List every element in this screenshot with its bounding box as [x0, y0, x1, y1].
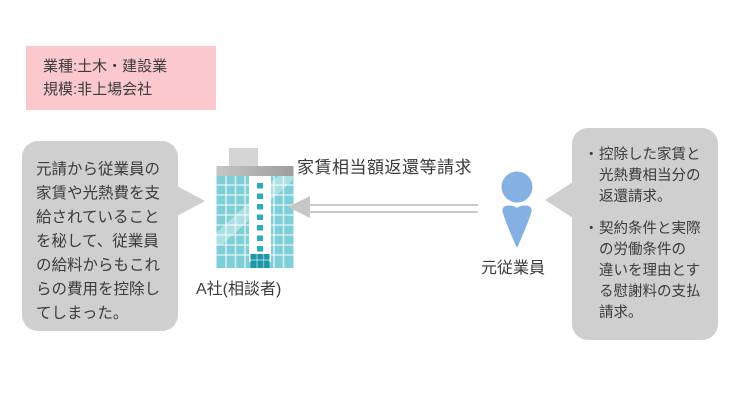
bullet-marker: ・: [584, 147, 599, 163]
claims-bubble: ・ 控除した家賃と 光熱費相当分の 返還請求。 ・ 契約条件と実際 の労働条件の…: [545, 128, 718, 340]
arrow-head-left-icon: [288, 196, 310, 218]
bubble-tail-right-icon: [177, 186, 205, 216]
claim-arrow-label: 家賃相当額返還等請求: [297, 158, 472, 177]
person-label: 元従業員: [481, 260, 546, 277]
claim-item: ・ 契約条件と実際 の労働条件の 違いを理由とす る慰謝料の支払 請求。: [584, 219, 710, 324]
scale-line: 規模:非上場会社: [43, 81, 153, 98]
bubble-tail-left-icon: [545, 182, 573, 218]
office-building-icon: [216, 147, 294, 268]
person-icon: [500, 171, 534, 249]
claim-item-text: 契約条件と実際 の労働条件の 違いを理由とす る慰謝料の支払 請求。: [599, 221, 701, 321]
company-label: A社(相談者): [196, 281, 282, 298]
case-header-box: 業種:土木・建設業 規模:非上場会社: [26, 46, 216, 110]
claim-item: ・ 控除した家賃と 光熱費相当分の 返還請求。: [584, 145, 710, 208]
company-situation-bubble: 元請から従業員の 家賃や光熱費を支 給されていること を秘して、従業員 の給料か…: [22, 141, 205, 331]
industry-line: 業種:土木・建設業: [43, 58, 168, 75]
arrow-shaft: [306, 204, 478, 213]
claim-item-text: 控除した家賃と 光熱費相当分の 返還請求。: [599, 147, 701, 205]
company-situation-text: 元請から従業員の 家賃や光熱費を支 給されていること を秘して、従業員 の給料か…: [36, 161, 161, 322]
bullet-marker: ・: [584, 221, 599, 237]
